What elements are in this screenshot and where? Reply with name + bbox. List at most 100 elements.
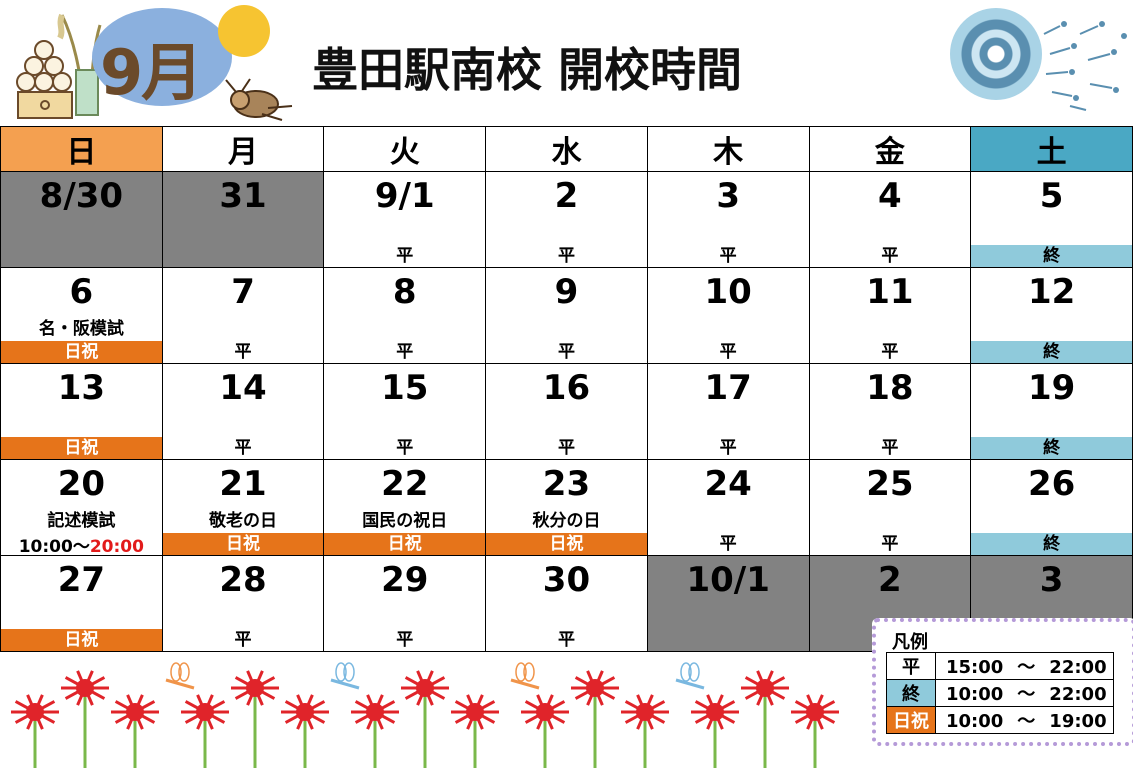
weekday-header: 火 xyxy=(323,126,487,172)
day-number: 14 xyxy=(219,368,267,408)
hours-type-strip: 平 xyxy=(557,246,575,266)
header: 9月 豊田駅南校 開校時間 xyxy=(0,0,1133,125)
hours-end: 20:00 xyxy=(89,537,144,557)
hours-type-strip: 平 xyxy=(881,246,899,266)
day-number: 17 xyxy=(704,368,752,408)
hours-type-strip: 日祝 xyxy=(1,437,162,459)
day-number: 15 xyxy=(381,368,429,408)
day-number: 23 xyxy=(542,464,591,504)
weekday-header: 金 xyxy=(808,126,972,172)
day-event: 名・阪模試 xyxy=(38,319,124,339)
hours-type-strip: 平 xyxy=(396,342,414,362)
red-spider-lily-icon xyxy=(791,694,839,768)
moon-icon xyxy=(218,5,270,57)
hours-type-strip: 日祝 xyxy=(486,533,647,555)
day-number: 9 xyxy=(554,272,579,312)
red-spider-lily-icon xyxy=(61,670,109,768)
calendar-day-cell: 17 平 xyxy=(646,363,810,460)
calendar-day-cell: 18 平 xyxy=(808,363,972,460)
day-number: 8 xyxy=(392,272,417,312)
day-event: 記述模試 xyxy=(47,511,116,531)
day-number: 27 xyxy=(57,560,106,600)
day-number: 22 xyxy=(381,464,429,504)
hours-type-strip: 平 xyxy=(234,342,252,362)
day-number: 8/30 xyxy=(39,176,124,216)
red-spider-lily-icon xyxy=(281,694,329,768)
day-number: 28 xyxy=(219,560,267,600)
weekday-header: 土 xyxy=(970,126,1133,172)
hours-type-strip: 終 xyxy=(971,341,1132,363)
legend-hours: 15:00～22:00 xyxy=(935,652,1114,680)
hours-type-strip: 平 xyxy=(234,438,252,458)
legend-title: 凡例 xyxy=(892,632,928,653)
legend-hours-start: 10:00 xyxy=(946,684,1004,705)
dragonfly-icon xyxy=(510,662,540,690)
legend-hours-end: 22:00 xyxy=(1049,657,1107,678)
day-number: 25 xyxy=(866,464,914,504)
day-number: 26 xyxy=(1027,464,1076,504)
day-number: 13 xyxy=(57,368,106,408)
day-number: 18 xyxy=(866,368,914,408)
calendar-day-cell: 15 平 xyxy=(323,363,487,460)
legend-hours-end: 22:00 xyxy=(1049,684,1107,705)
red-spider-lily-icon xyxy=(351,694,399,768)
day-number: 10 xyxy=(704,272,752,312)
hours-type-strip: 平 xyxy=(881,342,899,362)
hours-type-strip: 終 xyxy=(971,533,1132,555)
hours-type-strip: 平 xyxy=(557,438,575,458)
typhoon-rain-icon xyxy=(1043,21,1127,111)
day-number: 4 xyxy=(878,176,902,216)
red-spider-lily-icon xyxy=(111,694,159,768)
dragonfly-icon xyxy=(330,662,360,690)
hours-type-strip: 平 xyxy=(719,438,737,458)
calendar-day-cell: 14 平 xyxy=(161,363,325,460)
hours-type-strip: 平 xyxy=(557,630,575,650)
hours-type-strip: 日祝 xyxy=(162,533,324,555)
hours-type-strip: 日祝 xyxy=(324,533,486,555)
red-spider-lily-icon xyxy=(621,694,669,768)
weekday-header: 水 xyxy=(485,126,648,172)
red-spider-lily-icon xyxy=(571,670,619,768)
hours-type-strip: 平 xyxy=(719,342,737,362)
hours-type-strip: 平 xyxy=(719,534,737,554)
legend-hours: 10:00～22:00 xyxy=(935,679,1114,707)
tsukimi-dango-icon xyxy=(16,13,102,119)
red-spider-lily-icon xyxy=(691,694,739,768)
day-number: 3 xyxy=(716,176,740,216)
day-number: 2 xyxy=(878,560,902,600)
red-spider-lily-icon xyxy=(231,670,279,768)
day-number: 10/1 xyxy=(686,560,770,600)
legend-key: 日祝 xyxy=(886,706,936,734)
hours-type-strip: 平 xyxy=(396,246,414,266)
hours-type-strip: 平 xyxy=(396,438,414,458)
hours-type-strip: 平 xyxy=(881,438,899,458)
calendar-day-cell: 10 平 xyxy=(646,267,810,364)
hours-type-strip: 平 xyxy=(396,630,414,650)
red-spider-lily-icon xyxy=(451,694,499,768)
weekday-header: 木 xyxy=(646,126,810,172)
dragonfly-icon xyxy=(165,662,195,690)
day-number: 5 xyxy=(1039,176,1064,216)
typhoon-icon xyxy=(950,8,1042,100)
day-event: 敬老の日 xyxy=(209,511,278,531)
